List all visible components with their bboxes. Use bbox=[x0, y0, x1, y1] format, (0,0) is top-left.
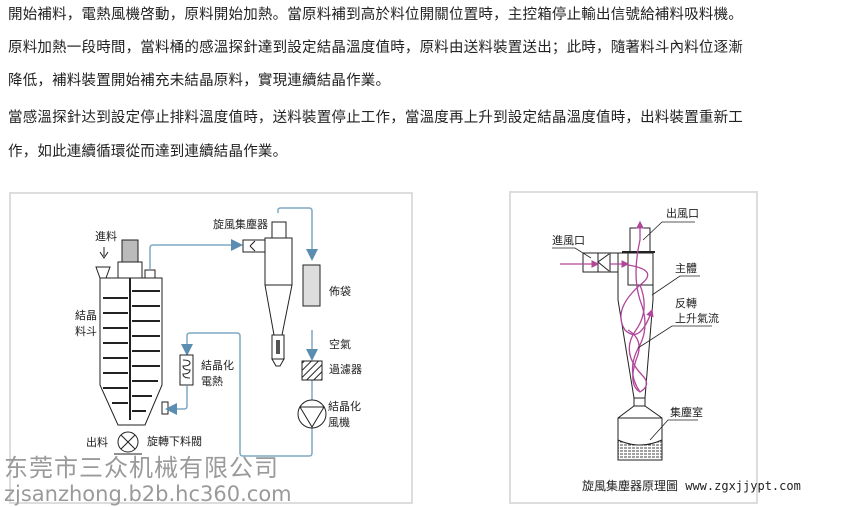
hopper-label: 結晶 bbox=[75, 309, 97, 322]
fan-label: 風機 bbox=[328, 416, 350, 429]
valve-label: 旋轉下料閥 bbox=[147, 435, 202, 448]
cyclone-principle-diagram bbox=[509, 191, 758, 504]
watermark-url: zjsanzhong.b2b.hc360.com bbox=[4, 482, 292, 506]
paragraph: 當感溫探針达到設定停止排料溫度值時，送料裝置停止工作，當溫度再上升到設定結晶溫度… bbox=[8, 110, 743, 126]
inlet-label: 進風口 bbox=[552, 234, 585, 247]
heater-label: 電熱 bbox=[201, 375, 223, 388]
paragraph: 原料加熱一段時間，當料桶的感溫探針達到設定結晶溫度值時，原料由送料裝置送出；此時… bbox=[8, 40, 743, 56]
heater-label: 結晶化 bbox=[201, 359, 234, 372]
cyclone-label: 旋風集塵器 bbox=[213, 218, 268, 231]
paragraph: 降低，補料裝置開始補充未結晶原料，實現連續結晶作業。 bbox=[8, 73, 391, 89]
hopper-label: 料斗 bbox=[75, 325, 97, 338]
crystallizer-diagram bbox=[9, 192, 413, 504]
reverse-flow-label: 上升氣流 bbox=[675, 312, 719, 325]
fan-label: 結晶化 bbox=[328, 400, 361, 413]
discharge-label: 出料 bbox=[86, 436, 108, 449]
air-label: 空氣 bbox=[329, 338, 351, 351]
body-label: 主體 bbox=[675, 262, 697, 275]
watermark-company: 东莞市三众机械有限公司 bbox=[4, 454, 279, 482]
paragraph: 開始補料，電熱風機啓動，原料開始加熱。當原料補到高於料位開關位置時，主控箱停止輸… bbox=[8, 7, 743, 23]
bag-label: 佈袋 bbox=[329, 285, 351, 298]
reverse-flow-label: 反轉 bbox=[675, 297, 697, 310]
feed-label: 進料 bbox=[95, 230, 117, 243]
outlet-label: 出風口 bbox=[666, 207, 699, 220]
paragraph: 作，如此連續循環從而達到連續結晶作業。 bbox=[8, 144, 288, 160]
diagram-caption: 旋風集塵器原理圖 www.zgxjjypt.com bbox=[582, 479, 801, 493]
filter-label: 過濾器 bbox=[329, 363, 362, 376]
dust-chamber-label: 集塵室 bbox=[670, 406, 703, 419]
